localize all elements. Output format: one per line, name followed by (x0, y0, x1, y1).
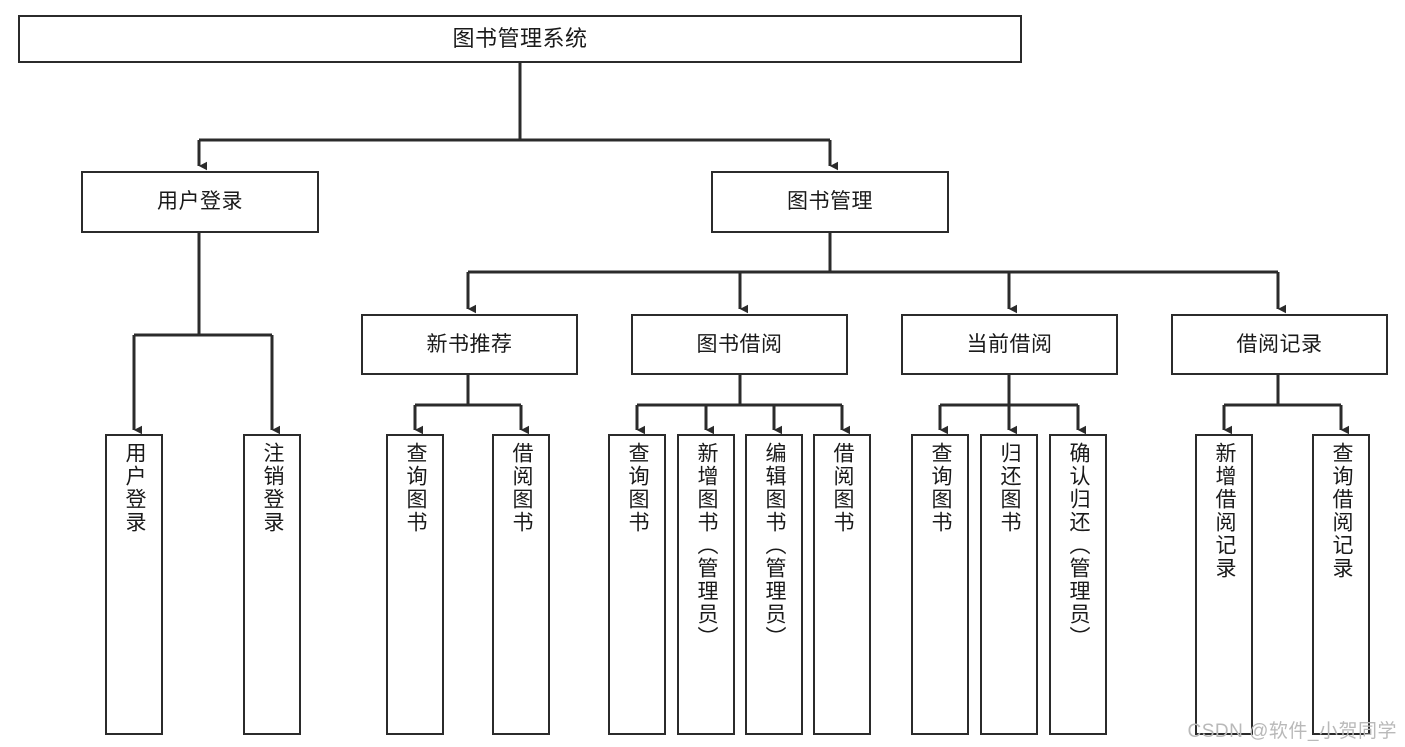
node-label: 新书推荐 (426, 332, 513, 356)
node-label: 借阅图书 (831, 442, 855, 534)
node-label: 图书借阅 (696, 332, 783, 356)
leaf-user-login[interactable]: 用户登录 (105, 434, 163, 735)
node-book-management[interactable]: 图书管理 (711, 171, 949, 233)
leaf-borrow-add-book-admin[interactable]: 新增图书（管理员） (677, 434, 735, 735)
node-user-login[interactable]: 用户登录 (81, 171, 319, 233)
node-label: 查询图书 (929, 442, 953, 534)
node-label: 新增图书（管理员） (695, 442, 719, 649)
node-label: 新增借阅记录 (1213, 442, 1237, 580)
node-label: 图书管理系统 (452, 25, 588, 51)
leaf-current-query-book[interactable]: 查询图书 (911, 434, 969, 735)
node-label: 当前借阅 (966, 332, 1053, 356)
node-label: 查询借阅记录 (1330, 442, 1354, 580)
leaf-current-return-book[interactable]: 归还图书 (980, 434, 1038, 735)
node-label: 图书管理 (787, 190, 873, 214)
node-root-system[interactable]: 图书管理系统 (18, 15, 1022, 63)
node-label: 借阅图书 (510, 442, 534, 534)
leaf-recommend-query-book[interactable]: 查询图书 (386, 434, 444, 735)
leaf-record-query-record[interactable]: 查询借阅记录 (1312, 434, 1370, 735)
leaf-borrow-query-book[interactable]: 查询图书 (608, 434, 666, 735)
leaf-current-confirm-return-admin[interactable]: 确认归还（管理员） (1049, 434, 1107, 735)
node-label: 用户登录 (157, 190, 243, 214)
node-current-borrow[interactable]: 当前借阅 (901, 314, 1118, 375)
node-borrow-record[interactable]: 借阅记录 (1171, 314, 1388, 375)
node-label: 用户登录 (123, 442, 147, 534)
leaf-borrow-borrow-book[interactable]: 借阅图书 (813, 434, 871, 735)
node-label: 编辑图书（管理员） (763, 442, 787, 649)
leaf-user-logout[interactable]: 注销登录 (243, 434, 301, 735)
leaf-record-add-record[interactable]: 新增借阅记录 (1195, 434, 1253, 735)
node-book-borrow[interactable]: 图书借阅 (631, 314, 848, 375)
node-label: 归还图书 (998, 442, 1022, 534)
csdn-watermark: CSDN @软件_小贺同学 (1187, 721, 1397, 742)
node-label: 借阅记录 (1236, 332, 1323, 356)
leaf-borrow-edit-book-admin[interactable]: 编辑图书（管理员） (745, 434, 803, 735)
node-new-book-recommend[interactable]: 新书推荐 (361, 314, 578, 375)
node-label: 确认归还（管理员） (1067, 442, 1091, 649)
node-label: 查询图书 (404, 442, 428, 534)
node-label: 查询图书 (626, 442, 650, 534)
node-label: 注销登录 (261, 442, 285, 534)
leaf-recommend-borrow-book[interactable]: 借阅图书 (492, 434, 550, 735)
